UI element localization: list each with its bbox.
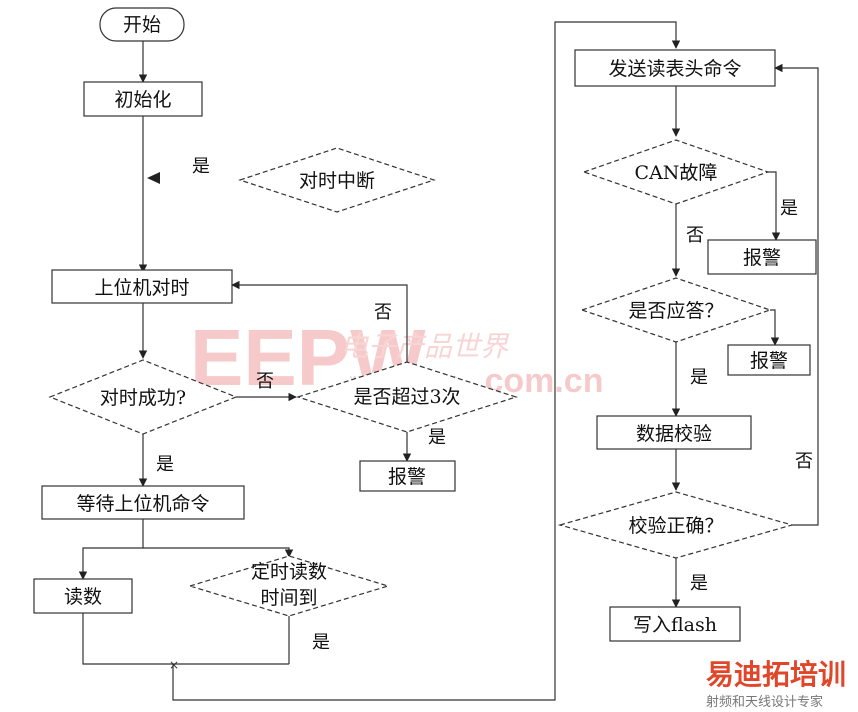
alarm3-label: 报警: [750, 350, 788, 372]
brand-watermark: 易迪拓培训 射频和天线设计专家: [706, 658, 846, 710]
arrow-retry-sync: [231, 280, 408, 362]
responded-diamond: [580, 277, 772, 343]
label-no-sync: 否: [256, 371, 274, 392]
label-yes-timer: 是: [312, 632, 330, 653]
data-check-label: 数据校验: [636, 423, 712, 445]
arrow-can-alarm: [768, 171, 781, 241]
timer-label-1: 定时读数: [251, 561, 327, 583]
label-no-retry: 否: [374, 302, 392, 323]
line-read-merge: [82, 613, 289, 665]
read-count-box: [33, 578, 133, 614]
brand-name: 易迪拓培训: [706, 658, 846, 691]
init-box: [83, 81, 203, 117]
write-flash-box: [609, 606, 741, 642]
send-cmd-label: 发送读表头命令: [608, 58, 741, 80]
arrow-wait-timer: [143, 547, 294, 558]
label-yes-can: 是: [780, 198, 798, 219]
arrow-resp-alarm: [770, 309, 780, 346]
interrupt-arrowhead: [147, 172, 160, 184]
alarm2-label: 报警: [743, 247, 781, 269]
write-flash-label: 写入flash: [633, 614, 717, 636]
sync-interrupt-label: 对时中断: [299, 170, 375, 192]
can-fault-label: CAN故障: [635, 162, 718, 184]
read-count-label: 读数: [64, 586, 102, 608]
label-yes-resp: 是: [690, 367, 708, 388]
sync-success-label: 对时成功?: [100, 387, 186, 409]
over-three-label: 是否超过3次: [353, 386, 460, 408]
alarm3-box: [727, 344, 811, 376]
arrow-check-retry: [774, 63, 819, 526]
label-no-check: 否: [795, 451, 813, 472]
host-sync-box: [51, 269, 233, 304]
host-sync-label: 上位机对时: [94, 277, 189, 299]
arrow-to-send-cmd: [172, 21, 681, 701]
responded-label: 是否应答？: [628, 300, 723, 322]
alarm1-box: [359, 460, 456, 492]
label-yes-check: 是: [690, 573, 708, 594]
alarm2-box: [707, 239, 817, 275]
label-yes-over: 是: [428, 427, 446, 448]
wait-cmd-label: 等待上位机命令: [76, 493, 209, 515]
over-three-diamond: [296, 361, 518, 433]
label-no-can: 否: [686, 225, 704, 246]
data-check-box: [596, 415, 752, 450]
brand-subtitle: 射频和天线设计专家: [706, 694, 823, 710]
start-label: 开始: [123, 14, 161, 36]
arrow-wait-read: [78, 519, 144, 580]
timer-label-2: 时间到: [260, 587, 317, 609]
check-ok-label: 校验正确？: [628, 515, 723, 537]
merge-cross-mark: ×: [169, 658, 179, 672]
start-terminal: [99, 7, 185, 42]
timer-diamond: [187, 555, 391, 617]
label-yes-success: 是: [156, 454, 174, 475]
init-label: 初始化: [114, 89, 171, 111]
alarm1-label: 报警: [388, 466, 426, 488]
label-yes-interrupt: 是: [192, 156, 210, 177]
sync-interrupt-diamond: [238, 147, 436, 213]
watermark-site-cn: 电子产品世界: [340, 330, 510, 363]
